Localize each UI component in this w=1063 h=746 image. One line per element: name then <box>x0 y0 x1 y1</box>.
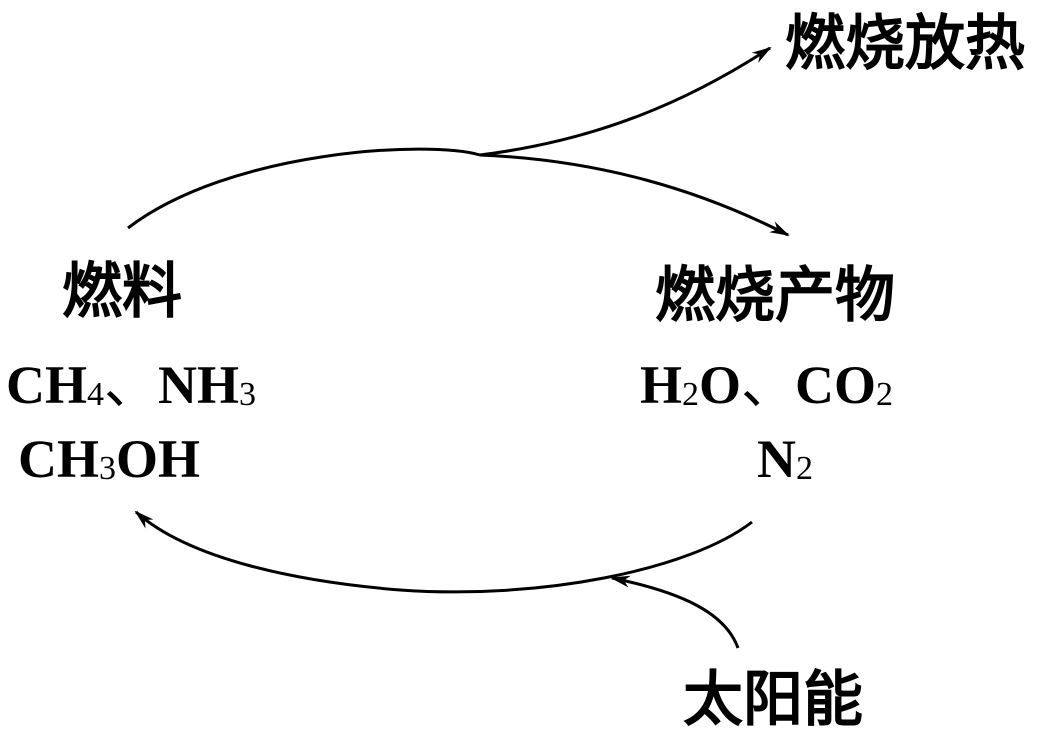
formula-subscript: 3 <box>239 376 256 413</box>
heat-release-label: 燃烧放热 <box>785 9 1025 79</box>
formula-subscript: 2 <box>876 376 894 413</box>
formula-subscript: 2 <box>682 376 700 413</box>
formula-separator: 、 <box>741 355 796 415</box>
solar-energy-label: 太阳能 <box>683 665 863 735</box>
regeneration-arrow <box>134 510 753 594</box>
products-formula-line-2: N2 <box>757 432 813 486</box>
fuel-formula-line-2: CH3OH <box>18 432 200 486</box>
formula-text: N <box>757 429 796 489</box>
fuel-heading: 燃料 <box>62 257 182 327</box>
heat-release-arrow <box>479 46 772 157</box>
formula-text: CH <box>18 429 99 489</box>
combustion-arrow <box>127 147 790 237</box>
formula-text: CO <box>795 355 877 415</box>
formula-text: H <box>640 355 683 415</box>
formula-text: OH <box>116 429 201 489</box>
formula-separator: 、 <box>104 355 158 415</box>
formula-subscript: 2 <box>796 450 813 487</box>
formula-text: NH <box>158 355 239 415</box>
formula-subscript: 4 <box>87 376 104 413</box>
solar-input-arrow <box>610 575 740 649</box>
formula-subscript: 3 <box>99 450 116 487</box>
products-heading: 燃烧产物 <box>655 261 895 331</box>
products-formula-line-1: H2O、CO2 <box>640 358 893 412</box>
formula-text: O <box>699 355 742 415</box>
formula-text: CH <box>6 355 87 415</box>
fuel-formula-line-1: CH4、NH3 <box>6 358 256 412</box>
